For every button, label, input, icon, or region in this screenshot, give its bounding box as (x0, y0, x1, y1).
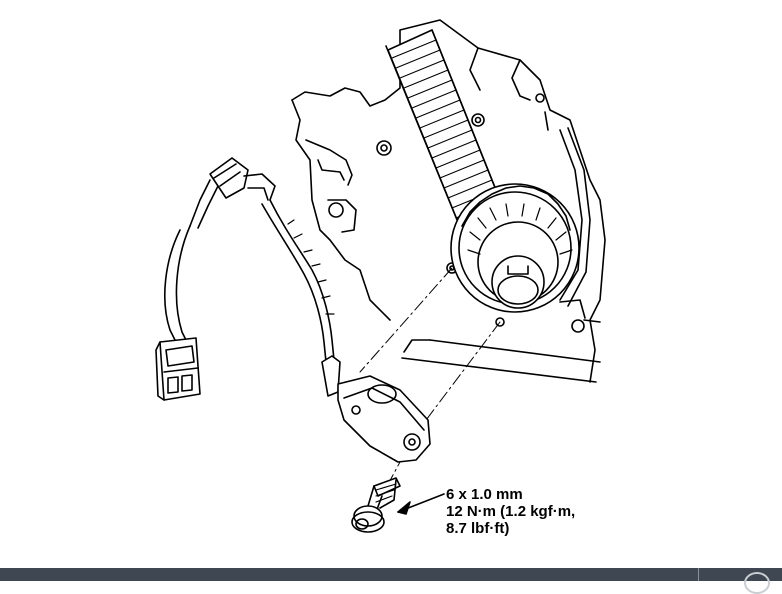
corner-control-icon[interactable] (744, 572, 770, 594)
crankshaft-pulley (450, 183, 580, 313)
flange-bolt (351, 477, 401, 533)
block-bolt-holes (328, 93, 585, 333)
bottom-toolbar (0, 568, 782, 594)
engine-sensor-diagram (155, 19, 606, 533)
torque-spec-line1: 12 N·m (1.2 kgf·m, (446, 503, 576, 520)
toolbar-divider (698, 568, 699, 581)
sensor-mount-hole (495, 317, 505, 327)
engine-block-outline (291, 19, 606, 383)
belt-right-run (559, 127, 591, 307)
bolt-size-label: 6 x 1.0 mm (446, 486, 523, 503)
crankshaft-position-sensor (321, 355, 431, 463)
sensor-connector (155, 337, 201, 401)
sensor-wire-harness (164, 157, 335, 363)
callout-leader (397, 493, 445, 515)
torque-callout: 6 x 1.0 mm 12 N·m (1.2 kgf·m, 8.7 lbf·ft… (446, 486, 575, 537)
torque-spec-line2: 8.7 lbf·ft) (446, 520, 510, 537)
